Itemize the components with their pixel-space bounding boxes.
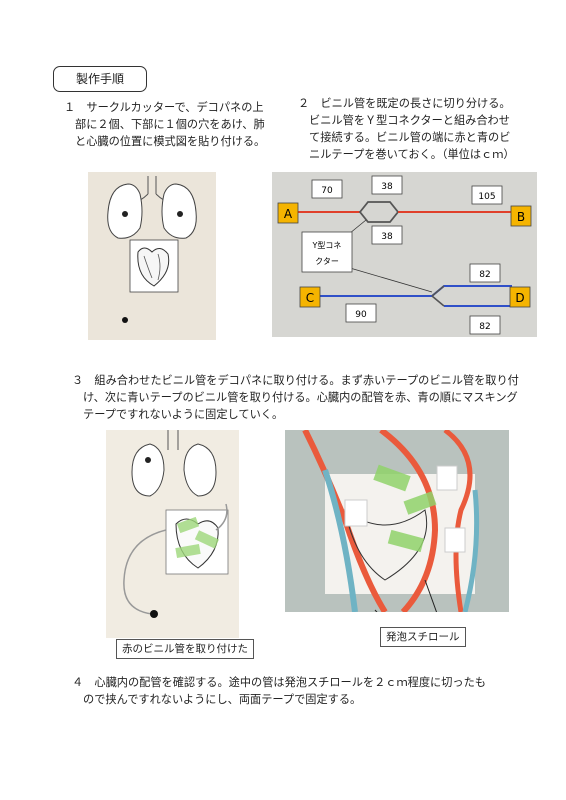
step4-text: ４ 心臓内の配管を確認する。途中の管は発泡スチロールを２ｃｍ程度に切ったも ので… <box>72 674 486 708</box>
end-label-c: C <box>299 286 321 308</box>
step2-line: て接続する。ビニル管の端に赤と青のビ <box>309 131 511 144</box>
end-label-a: A <box>277 202 299 224</box>
length-c: 90 <box>345 303 377 323</box>
photo-heart-piping <box>285 430 509 612</box>
step1-text: １ サークルカッターで、デコパネの上 部に２個、下部に１個の穴をあけ、肺 と心臓… <box>64 99 265 150</box>
length-b: 105 <box>471 185 503 205</box>
length-bottom: 38 <box>371 225 403 245</box>
step1-line: 部に２個、下部に１個の穴をあけ、肺 <box>75 118 265 131</box>
svg-text:Y型コネ: Y型コネ <box>312 241 342 250</box>
step4-line: ４ 心臓内の配管を確認する。途中の管は発泡スチロールを２ｃｍ程度に切ったも <box>72 676 486 689</box>
step1-line: １ サークルカッターで、デコパネの上 <box>64 101 264 114</box>
step1-line: と心臓の位置に模式図を貼り付ける。 <box>75 135 266 148</box>
length-d-top: 82 <box>469 263 501 283</box>
heart-piping-photo <box>285 430 509 612</box>
step3-text: ３ 組み合わせたビニル管をデコパネに取り付ける。まず赤いテープのビニル管を取り付… <box>72 372 519 423</box>
svg-text:38: 38 <box>381 232 393 242</box>
end-label-d: D <box>509 286 531 308</box>
tube-diagram-svg: A B C D 70 38 38 105 <box>272 172 537 337</box>
step3-line: ３ 組み合わせたビニル管をデコパネに取り付ける。まず赤いテープのビニル管を取り付 <box>72 374 519 387</box>
connector-label: Y型コネ クター <box>301 231 353 273</box>
length-a: 70 <box>311 179 343 199</box>
svg-text:38: 38 <box>381 182 393 192</box>
svg-text:D: D <box>515 291 524 305</box>
svg-text:A: A <box>284 207 293 221</box>
length-top: 38 <box>371 175 403 195</box>
step2-text: ２ ビニル管を既定の長さに切り分ける。 ビニル管をＹ型コネクターと組み合わせ て… <box>298 95 515 163</box>
svg-text:C: C <box>306 291 314 305</box>
svg-text:82: 82 <box>479 322 490 332</box>
step3-line: テープですれないように固定していく。 <box>83 408 284 421</box>
schematic-image <box>88 172 216 340</box>
svg-text:105: 105 <box>478 192 495 202</box>
svg-text:82: 82 <box>479 270 490 280</box>
caption-styrofoam: 発泡スチロール <box>380 627 466 647</box>
photo-decopanel-schematic <box>88 172 216 340</box>
step2-line: ニルテープを巻いておく。（単位はｃｍ） <box>309 148 515 161</box>
svg-text:70: 70 <box>321 186 333 196</box>
caption-red-tube: 赤のビニル管を取り付けた <box>116 639 254 659</box>
tube-diagram: A B C D 70 38 38 105 <box>272 172 537 337</box>
step3-line: け、次に青いテープのビニル管を取り付ける。心臓内の配管を赤、青の順にマスキング <box>83 391 518 404</box>
step4-line: ので挟んですれないようにし、両面テープで固定する。 <box>83 693 362 706</box>
red-tube-photo <box>106 430 239 638</box>
svg-text:90: 90 <box>355 310 367 320</box>
svg-text:クター: クター <box>315 257 339 266</box>
svg-text:B: B <box>517 210 525 224</box>
step2-line: ２ ビニル管を既定の長さに切り分ける。 <box>298 97 511 110</box>
length-d-bottom: 82 <box>469 315 501 335</box>
photo-red-tube-attached <box>106 430 239 638</box>
section-heading: 製作手順 <box>53 66 147 92</box>
end-label-b: B <box>510 205 532 227</box>
step2-line: ビニル管をＹ型コネクターと組み合わせ <box>309 114 510 127</box>
